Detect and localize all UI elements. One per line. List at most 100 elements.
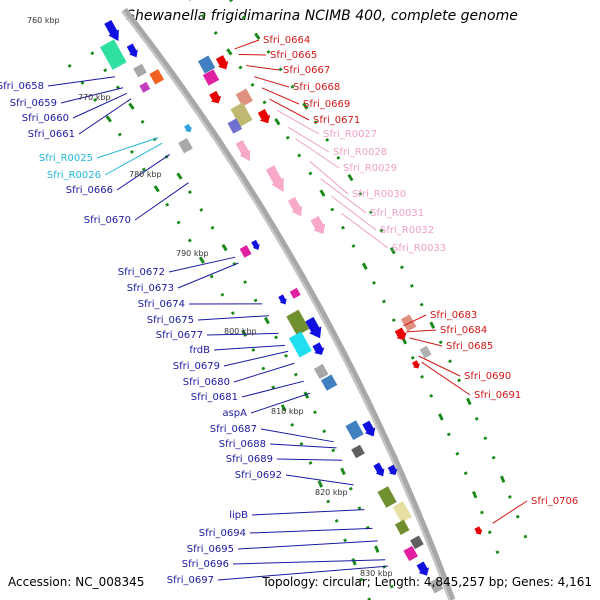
- gene-label-sfri-0664[interactable]: Sfri_0664: [263, 35, 310, 46]
- gene-label-sfri-0688[interactable]: Sfri_0688: [219, 439, 266, 450]
- gene-box: [428, 578, 444, 594]
- gene-label-sfri-0677[interactable]: Sfri_0677: [156, 330, 203, 341]
- leader-line: [233, 362, 295, 383]
- tick-mark: [438, 340, 443, 345]
- backbone-line: [121, 7, 456, 600]
- gene-label-sfri-0684[interactable]: Sfri_0684: [440, 325, 487, 336]
- gene-label-sfri-0692[interactable]: Sfri_0692: [235, 470, 282, 481]
- gene-label-sfri-0670[interactable]: Sfri_0670: [84, 215, 131, 226]
- tick-mark: [165, 202, 170, 207]
- tick-mark: [238, 65, 243, 70]
- tick-mark: [507, 495, 512, 499]
- gene-label-sfri-0680[interactable]: Sfri_0680: [183, 377, 230, 388]
- gene-label-sfri-r0030[interactable]: Sfri_R0030: [352, 189, 406, 200]
- leader-line: [96, 137, 159, 159]
- gene-label-sfri-0666[interactable]: Sfri_0666: [66, 185, 113, 196]
- gene-box: [313, 363, 329, 380]
- gene-label-aspa[interactable]: aspA: [222, 408, 247, 419]
- gene-label-sfri-r0027[interactable]: Sfri_R0027: [323, 129, 377, 140]
- gene-label-sfri-0691[interactable]: Sfri_0691: [474, 390, 521, 401]
- gene-label-lipb[interactable]: lipB: [229, 510, 248, 521]
- kbp-label: 830 kbp: [360, 569, 393, 578]
- tick-mark: [262, 100, 267, 105]
- tick-mark: [367, 597, 372, 600]
- gene-label-sfri-r0029[interactable]: Sfri_R0029: [343, 163, 397, 174]
- gene-label-sfri-0683[interactable]: Sfri_0683: [430, 310, 477, 321]
- gene-label-sfri-0672[interactable]: Sfri_0672: [118, 267, 165, 278]
- leader-line: [217, 565, 389, 581]
- tick-mark: [213, 30, 218, 35]
- accession-label: Accession: NC_008345: [8, 575, 145, 589]
- gene-label-sfri-r0032[interactable]: Sfri_R0032: [380, 225, 434, 236]
- gene-label-sfri-0665[interactable]: Sfri_0665: [270, 50, 317, 61]
- gene-label-sfri-r0031[interactable]: Sfri_R0031: [370, 208, 424, 219]
- tick-mark: [368, 210, 373, 215]
- gene-arrow: [215, 55, 229, 70]
- gene-label-sfri-0667[interactable]: Sfri_0667: [283, 65, 330, 76]
- gene-label-sfri-0696[interactable]: Sfri_0696: [182, 559, 229, 570]
- gene-box: [178, 138, 193, 154]
- gene-box: [403, 545, 418, 562]
- tick-mark: [187, 190, 192, 195]
- gene-label-sfri-0669[interactable]: Sfri_0669: [303, 99, 350, 110]
- leader-line: [213, 344, 285, 351]
- gene-label-frdb[interactable]: frdB: [189, 345, 210, 356]
- gene-label-sfri-0675[interactable]: Sfri_0675: [147, 315, 194, 326]
- gene-label-sfri-0674[interactable]: Sfri_0674: [138, 299, 185, 310]
- gene-label-sfri-0706[interactable]: Sfri_0706: [531, 496, 578, 507]
- gene-label-sfri-0690[interactable]: Sfri_0690: [464, 371, 511, 382]
- gene-arrow: [257, 109, 271, 124]
- gene-label-sfri-0689[interactable]: Sfri_0689: [226, 454, 273, 465]
- gene-label-sfri-0694[interactable]: Sfri_0694: [199, 528, 246, 539]
- gene-label-sfri-0659[interactable]: Sfri_0659: [10, 98, 57, 109]
- gene-label-sfri-0697[interactable]: Sfri_0697: [167, 575, 214, 586]
- gene-box: [392, 501, 412, 523]
- gene-label-sfri-0685[interactable]: Sfri_0685: [446, 341, 493, 352]
- tick-mark: [129, 149, 134, 154]
- gene-box: [289, 287, 301, 299]
- tick-mark: [419, 302, 424, 307]
- gene-label-sfri-0695[interactable]: Sfri_0695: [187, 544, 234, 555]
- gene-label-sfri-0661[interactable]: Sfri_0661: [28, 129, 75, 140]
- gene-label-sfri-0658[interactable]: Sfri_0658: [0, 81, 44, 92]
- leader-line: [330, 195, 377, 231]
- gene-label-sfri-0671[interactable]: Sfri_0671: [313, 115, 360, 126]
- tick-mark: [93, 98, 98, 103]
- tick-mark: [105, 115, 112, 123]
- tick-mark: [201, 13, 206, 18]
- tick-mark: [308, 461, 313, 465]
- gene-label-sfri-0679[interactable]: Sfri_0679: [173, 361, 220, 372]
- tick-mark: [90, 51, 95, 56]
- tick-mark: [176, 172, 183, 180]
- tick-mark: [241, 329, 248, 337]
- tick-mark: [250, 82, 255, 87]
- gene-label-sfri-0673[interactable]: Sfri_0673: [127, 283, 174, 294]
- tick-mark: [455, 451, 460, 456]
- leader-line: [104, 142, 163, 176]
- gene-labels: Sfri_0658Sfri_0659Sfri_0660Sfri_0661Sfri…: [0, 35, 578, 586]
- tick-mark: [491, 455, 496, 460]
- leader-line: [406, 329, 437, 333]
- tick-mark: [153, 185, 160, 193]
- gene-label-sfri-0668[interactable]: Sfri_0668: [293, 82, 340, 93]
- leader-line: [295, 138, 340, 169]
- gene-label-sfri-r0028[interactable]: Sfri_R0028: [333, 147, 387, 158]
- gene-label-sfri-0681[interactable]: Sfri_0681: [191, 392, 238, 403]
- gene-label-sfri-r0025[interactable]: Sfri_R0025: [39, 153, 93, 164]
- gene-label-sfri-0660[interactable]: Sfri_0660: [22, 113, 69, 124]
- tick-mark: [358, 192, 363, 196]
- gene-box: [351, 444, 365, 459]
- gene-arrow: [362, 420, 376, 437]
- leader-line: [403, 314, 427, 327]
- tick-mark: [128, 102, 135, 110]
- gene-arrow: [251, 239, 260, 250]
- gene-label-sfri-r0026[interactable]: Sfri_R0026: [47, 170, 101, 181]
- gene-arrow: [126, 43, 138, 58]
- gene-arrow: [184, 123, 193, 133]
- gene-label-sfri-0687[interactable]: Sfri_0687: [210, 424, 257, 435]
- gene-label-sfri-r0033[interactable]: Sfri_R0033: [392, 243, 446, 254]
- gene-arrow: [373, 462, 385, 477]
- tick-mark: [523, 534, 528, 539]
- tick-mark: [319, 189, 326, 197]
